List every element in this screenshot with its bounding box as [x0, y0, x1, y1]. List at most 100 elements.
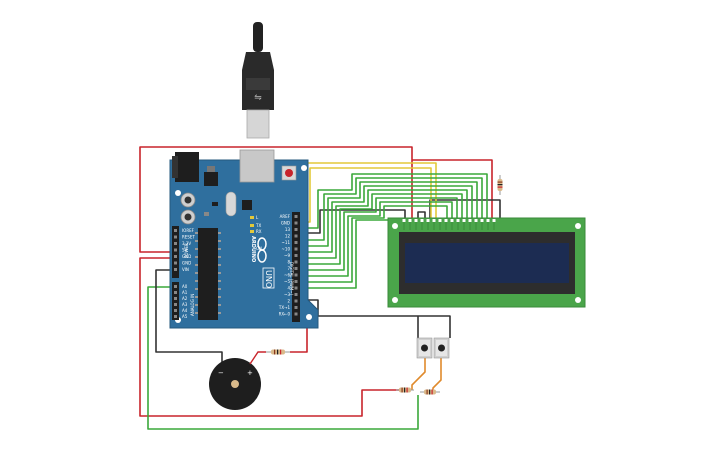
digital-header-pins: [294, 215, 298, 316]
arduino-uno-board[interactable]: L TX RX ON ARDUINO UNO AREFGND1312~11~10…: [169, 149, 319, 329]
power-pin[interactable]: [174, 261, 177, 265]
uno-label-box: [262, 267, 275, 289]
analog-pin[interactable]: [174, 297, 177, 300]
lcd-pin[interactable]: [414, 219, 418, 222]
digital-pin[interactable]: [294, 241, 298, 244]
analog-pin-label: A0: [182, 284, 188, 289]
digital-pin[interactable]: [294, 234, 298, 238]
digital-pin-label: ~9: [284, 253, 290, 258]
power-pin[interactable]: [174, 248, 177, 252]
digital-pin[interactable]: [294, 299, 298, 303]
green-wire-d8: [300, 201, 453, 277]
digital-pin-label: ~3: [284, 292, 290, 297]
green-wire-d1: [300, 173, 488, 229]
lcd-pin[interactable]: [480, 219, 484, 222]
power-pin[interactable]: [174, 255, 177, 258]
resistor-band: [406, 387, 408, 393]
lcd-mounting-hole: [575, 223, 581, 229]
resistor-buzzer[interactable]: [266, 349, 290, 355]
lcd-pin[interactable]: [474, 219, 478, 222]
lcd-pin[interactable]: [432, 219, 436, 222]
lcd-pin[interactable]: [420, 219, 424, 222]
power-pin-label: 5V: [182, 248, 188, 253]
arduino-logo: ARDUINO: [250, 236, 267, 263]
digital-pin[interactable]: [294, 254, 298, 257]
resistor-band: [280, 349, 282, 355]
resistor-band: [274, 349, 276, 355]
analog-pin-label: A5: [182, 314, 188, 319]
power-pin-label: GND: [182, 261, 191, 266]
lcd-pin[interactable]: [402, 219, 406, 222]
lcd-pin[interactable]: [456, 219, 460, 222]
usb-plug-metal: [246, 109, 270, 139]
push-button-2[interactable]: [433, 337, 450, 359]
analog-header: [172, 282, 179, 320]
push-button-cap[interactable]: [438, 344, 445, 352]
digital-pin[interactable]: [294, 293, 298, 296]
power-pin[interactable]: [174, 242, 177, 245]
resistor-button-1[interactable]: [396, 387, 414, 393]
analog-pin-label: A1: [182, 290, 188, 295]
digital-pin-label: ~10: [282, 247, 291, 252]
power-pin[interactable]: [174, 268, 177, 271]
push-button-1[interactable]: [416, 337, 433, 359]
resistor-button-2[interactable]: [420, 389, 440, 395]
lcd-pin[interactable]: [450, 219, 454, 222]
digital-pin[interactable]: [294, 273, 298, 277]
lcd-pin[interactable]: [492, 219, 496, 222]
digital-pin[interactable]: [294, 247, 298, 251]
analog-pin[interactable]: [174, 291, 177, 294]
digital-pin[interactable]: [294, 215, 298, 218]
usb-icon: ⇋: [254, 93, 262, 103]
digital-pin[interactable]: [294, 267, 298, 270]
red-wire-buzzer: [290, 322, 308, 353]
digital-pin-label: ~11: [282, 240, 291, 245]
analog-label: ANALOG IN: [190, 294, 195, 316]
digital-pin[interactable]: [294, 260, 298, 264]
analog-label-group: ANALOG IN: [190, 294, 195, 316]
power-pin[interactable]: [174, 235, 177, 239]
usb-cable: ⇋: [242, 22, 274, 139]
reset-button-cap[interactable]: [285, 169, 293, 177]
digital-pin[interactable]: [294, 286, 298, 290]
voltage-regulator-tab: [207, 166, 215, 172]
resistor-lcd-backlight[interactable]: [497, 175, 503, 195]
mounting-hole: [301, 165, 307, 171]
lcd-mounting-hole: [392, 223, 398, 229]
lcd-16x2-module[interactable]: [387, 217, 586, 308]
lcd-pin[interactable]: [444, 219, 448, 222]
lcd-pin[interactable]: [486, 219, 490, 222]
power-pin[interactable]: [174, 229, 177, 232]
orange-wire-button-1: [411, 358, 426, 390]
lcd-pin[interactable]: [408, 219, 412, 222]
lcd-pin[interactable]: [462, 219, 466, 222]
lcd-pin[interactable]: [468, 219, 472, 222]
analog-pin[interactable]: [174, 303, 177, 306]
digital-pin[interactable]: [294, 312, 298, 316]
digital-pin[interactable]: [294, 228, 298, 231]
power-pin-label: GND: [182, 254, 191, 259]
resistor-band: [426, 389, 428, 395]
digital-pin-label: ~6: [284, 273, 290, 278]
lcd-header-pins: [402, 219, 496, 230]
digital-label: DIGITAL (PWM~): [289, 262, 294, 296]
power-pin-label: RESET: [182, 235, 195, 240]
lcd-pin[interactable]: [438, 219, 442, 222]
push-button-cap[interactable]: [421, 344, 428, 352]
power-pin-label: 3.3V: [182, 241, 191, 246]
analog-pin[interactable]: [174, 309, 177, 312]
digital-pin[interactable]: [294, 280, 298, 283]
analog-pin[interactable]: [174, 285, 177, 288]
digital-label-group: DIGITAL (PWM~): [289, 262, 294, 296]
digital-pin-label: GND: [281, 221, 290, 226]
lcd-pin[interactable]: [426, 219, 430, 222]
digital-pin[interactable]: [294, 306, 298, 309]
digital-pin[interactable]: [294, 221, 298, 225]
analog-pin[interactable]: [174, 315, 177, 318]
piezo-buzzer[interactable]: − +: [209, 358, 261, 410]
power-pin-label: IOREF: [182, 228, 195, 233]
led-rx: [250, 230, 254, 233]
digital-pin-label: 8: [287, 260, 290, 265]
